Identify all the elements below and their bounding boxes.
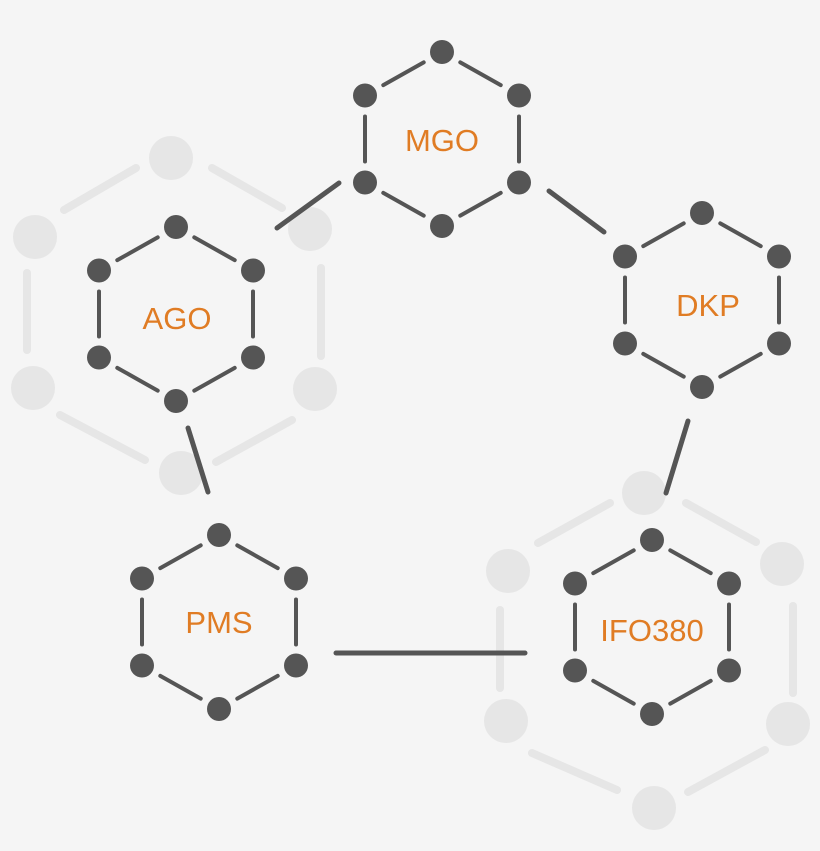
hexagon-edge	[641, 351, 686, 379]
node-dot	[130, 566, 154, 591]
node-dot	[507, 83, 531, 108]
hexagon-label-mgo: MGO	[405, 123, 479, 158]
connector-pms-ago	[185, 425, 211, 495]
hexagon-edge	[668, 678, 713, 706]
node-dot	[640, 528, 664, 552]
hexagon-mgo: MGO	[353, 40, 531, 238]
hexagon-label-dkp: DKP	[676, 288, 740, 323]
node-dot	[507, 170, 531, 195]
hexagon-edge	[458, 60, 503, 88]
hexagon-edge	[115, 235, 160, 263]
hexagon-ago: AGO	[87, 215, 265, 413]
node-dot	[613, 244, 637, 269]
hexagon-label-ifo380: IFO380	[600, 613, 703, 648]
node-dot	[130, 653, 154, 678]
hexagon-edge	[668, 548, 713, 576]
hexagon-ifo380: IFO380	[563, 528, 741, 726]
connector-dkp-ifo380	[663, 418, 691, 496]
node-dot	[87, 258, 111, 283]
node-dot	[613, 331, 637, 356]
node-dot	[353, 170, 377, 195]
node-dot	[640, 702, 664, 726]
ghost-hexagon-right	[496, 499, 797, 796]
node-dot	[767, 244, 791, 269]
hexagon-edge	[235, 543, 280, 571]
hexagon-edge	[115, 365, 160, 393]
hexagon-edge	[192, 235, 237, 263]
node-dot	[767, 331, 791, 356]
node-dot	[284, 653, 308, 678]
node-dot	[164, 389, 188, 413]
node-dot	[430, 214, 454, 238]
ghost-hexagon-left-nodes	[11, 136, 337, 495]
node-dot	[717, 658, 741, 683]
hexagon-edge	[192, 365, 237, 393]
hexagon-edge	[381, 190, 426, 218]
hexagon-edge	[158, 543, 203, 571]
node-dot	[207, 523, 231, 547]
hexagon-edge	[458, 190, 503, 218]
hexagon-edge	[591, 678, 636, 706]
node-dot	[353, 83, 377, 108]
node-dot	[164, 215, 188, 239]
node-dot	[563, 658, 587, 683]
node-dot	[563, 571, 587, 596]
node-dot	[241, 345, 265, 370]
node-dot	[690, 375, 714, 399]
hexagon-edge	[158, 673, 203, 701]
hexagon-edge	[718, 351, 763, 379]
hexagon-edge	[641, 221, 686, 249]
ghost-hexagon-left	[23, 164, 325, 466]
connector-mgo-dkp	[546, 188, 607, 235]
hexagon-pms: PMS	[130, 523, 308, 721]
hexagon-edge	[235, 673, 280, 701]
hexagon-label-ago: AGO	[143, 301, 212, 336]
hexagon-dkp: DKP	[613, 201, 791, 399]
node-dot	[87, 345, 111, 370]
ghost-hexagon-right-nodes	[484, 471, 810, 830]
node-dot	[241, 258, 265, 283]
hexagon-label-pms: PMS	[185, 605, 252, 640]
hexagon-group: MGO AGO DKP PMS IFO380	[87, 40, 791, 726]
hexagon-edge	[718, 221, 763, 249]
node-dot	[717, 571, 741, 596]
hexagon-edge	[381, 60, 426, 88]
node-dot	[690, 201, 714, 225]
node-dot	[284, 566, 308, 591]
node-dot	[207, 697, 231, 721]
hexagon-edge	[591, 548, 636, 576]
connector-ago-mgo	[274, 180, 342, 231]
connectors	[185, 180, 691, 656]
node-dot	[430, 40, 454, 64]
